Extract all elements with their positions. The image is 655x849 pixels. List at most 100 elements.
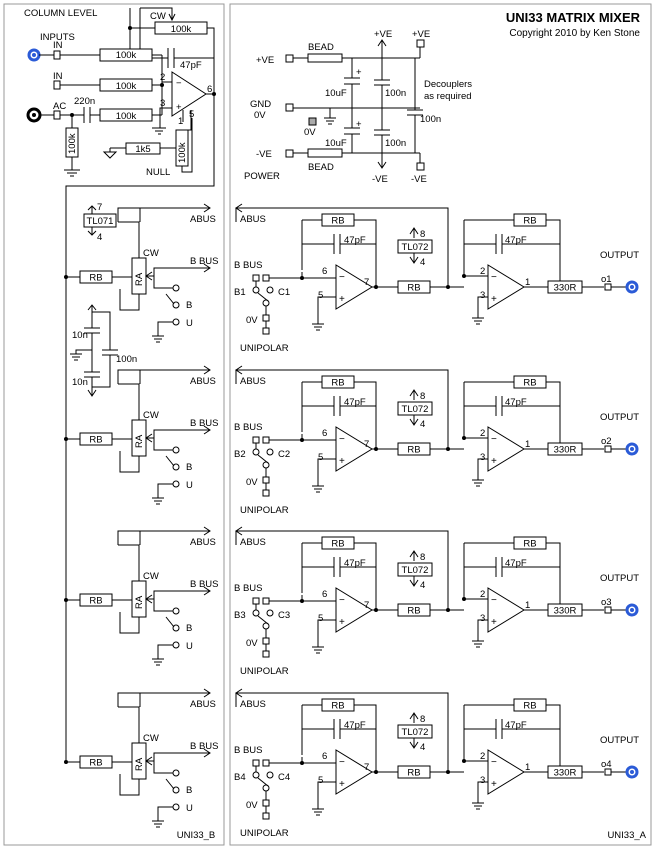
null-label: NULL <box>146 167 170 178</box>
svg-text:RB: RB <box>523 216 536 227</box>
resistor-330r <box>547 280 583 294</box>
resistor-in3 <box>99 108 153 122</box>
svg-text:2: 2 <box>480 266 485 277</box>
abus-label-right: ABUS <box>240 376 266 387</box>
output-label: OUTPUT <box>600 573 639 584</box>
input-section: COLUMN LEVEL CW INPUTS 100k 47pF IN 100k… <box>24 7 216 760</box>
svg-text:100n: 100n <box>385 88 406 99</box>
svg-text:+: + <box>176 102 182 113</box>
resistor-gnd <box>65 127 79 158</box>
switch-b-id: B2 <box>234 449 246 460</box>
svg-text:100n: 100n <box>420 114 441 125</box>
svg-text:2: 2 <box>160 72 165 83</box>
svg-text:5: 5 <box>318 452 323 463</box>
abus-label-right: ABUS <box>240 699 266 710</box>
svg-text:5: 5 <box>318 290 323 301</box>
switch-b-label: B <box>186 623 192 634</box>
opamp-1 <box>335 587 373 633</box>
svg-text:+: + <box>491 294 497 305</box>
svg-text:RA: RA <box>134 272 145 286</box>
svg-text:1: 1 <box>525 600 530 611</box>
output-id: o2 <box>601 436 612 447</box>
cw-label: CW <box>150 11 166 22</box>
svg-text:RB: RB <box>523 378 536 389</box>
resistor-330r <box>547 765 583 779</box>
resistor-rb-left <box>79 270 113 284</box>
cap-47pf-2: 47pF <box>505 397 527 408</box>
resistor-rb-mid <box>397 603 431 617</box>
resistor-in1 <box>99 48 153 62</box>
opamp-2 <box>487 426 525 472</box>
tl072-ic <box>397 562 433 577</box>
svg-text:100k: 100k <box>67 133 78 154</box>
resistor-rb-mid <box>397 442 431 456</box>
svg-text:+VE: +VE <box>412 29 430 40</box>
cap-47pf-label: 47pF <box>180 60 202 71</box>
svg-text:0V: 0V <box>304 127 316 138</box>
svg-text:TL072: TL072 <box>402 727 429 738</box>
output-label: OUTPUT <box>600 412 639 423</box>
bbus-label-left: B BUS <box>190 741 219 752</box>
opamp-1 <box>335 264 373 310</box>
svg-text:330R: 330R <box>554 283 577 294</box>
svg-text:TL071: TL071 <box>87 216 114 227</box>
svg-text:−: − <box>491 757 497 768</box>
resistor-rb-feedback-2 <box>513 375 547 389</box>
svg-text:RB: RB <box>331 701 344 712</box>
output-id: o3 <box>601 597 612 608</box>
resistor-rb-left <box>79 755 113 769</box>
svg-text:-VE: -VE <box>372 174 388 185</box>
switch-u-label: U <box>186 480 193 491</box>
svg-text:as required: as required <box>424 91 472 102</box>
switch-u-label: U <box>186 641 193 652</box>
cw-label: CW <box>143 733 159 744</box>
resistor-rb-mid <box>397 765 431 779</box>
switch-c-id: C4 <box>278 772 290 783</box>
svg-text:100k: 100k <box>116 50 137 61</box>
svg-text:330R: 330R <box>554 606 577 617</box>
svg-text:+: + <box>356 67 362 78</box>
resistor-rb-feedback-2 <box>513 698 547 712</box>
frame-right <box>229 3 652 846</box>
unipolar-label: UNIPOLAR <box>240 505 289 516</box>
frame-left <box>3 3 225 846</box>
svg-text:3: 3 <box>480 613 485 624</box>
resistor-feedback <box>154 21 208 35</box>
column-level-label: COLUMN LEVEL <box>24 8 97 19</box>
resistor-rb-feedback <box>321 536 355 550</box>
svg-text:4: 4 <box>420 580 425 591</box>
svg-text:6: 6 <box>322 428 327 439</box>
opamp-1 <box>335 426 373 472</box>
zero-v-label: 0V <box>246 800 258 811</box>
svg-text:RB: RB <box>407 768 420 779</box>
svg-text:5: 5 <box>318 613 323 624</box>
resistor-rb-feedback <box>321 698 355 712</box>
svg-text:−: − <box>339 434 345 445</box>
cap-47pf-1: 47pF <box>344 397 366 408</box>
zero-v-label: 0V <box>246 315 258 326</box>
resistor-rb-feedback <box>321 213 355 227</box>
cw-label: CW <box>143 410 159 421</box>
svg-text:8: 8 <box>420 391 425 402</box>
switch-b-label: B <box>186 300 192 311</box>
cap-220n-label: 220n <box>74 96 95 107</box>
page-label-right: UNI33_A <box>607 830 646 841</box>
svg-text:RB: RB <box>331 378 344 389</box>
svg-text:100n: 100n <box>116 354 137 365</box>
svg-text:+: + <box>491 617 497 628</box>
resistor-330r <box>547 603 583 617</box>
abus-label-left: ABUS <box>190 699 216 710</box>
power-label: POWER <box>244 171 280 182</box>
svg-text:TL072: TL072 <box>402 404 429 415</box>
title: UNI33 MATRIX MIXER <box>506 10 641 25</box>
svg-text:100k: 100k <box>177 142 188 163</box>
svg-text:RA: RA <box>134 434 145 448</box>
svg-text:0V: 0V <box>254 110 266 121</box>
svg-text:4: 4 <box>420 742 425 753</box>
opamp-2 <box>487 749 525 795</box>
switch-b-id: B3 <box>234 610 246 621</box>
bbus-label-right: B BUS <box>234 260 263 271</box>
